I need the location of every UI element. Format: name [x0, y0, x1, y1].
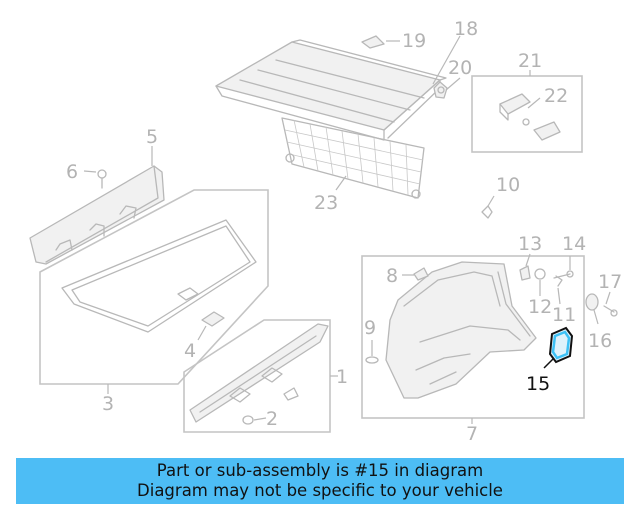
callout-5: 5: [146, 126, 158, 148]
scuff-plate-1-part: [189, 323, 329, 423]
leader-17: [605, 291, 611, 305]
callout-box-7: [361, 255, 585, 419]
side-trim-7-part: [385, 261, 537, 399]
cover-15-part-highlighted[interactable]: [548, 326, 574, 364]
clip-20-part: [433, 81, 448, 99]
callout-12: 12: [528, 296, 552, 318]
callout-10: 10: [496, 174, 520, 196]
info-banner: Part or sub-assembly is #15 in diagram D…: [16, 458, 624, 504]
cargo-net-part: [281, 117, 425, 199]
hook-10-part: [481, 205, 493, 219]
leader-23: [335, 175, 347, 191]
handle-4-part: [201, 311, 225, 327]
callout-6: 6: [66, 161, 78, 183]
clip-13-part: [519, 265, 531, 281]
leader-15: [543, 357, 555, 369]
sill-trim-5-part: [29, 165, 165, 265]
callout-21: 21: [518, 50, 542, 72]
callout-9: 9: [364, 317, 376, 339]
banner-line-part-number: Part or sub-assembly is #15 in diagram: [156, 461, 484, 480]
bolt-6-part: [97, 169, 107, 189]
leader-20: [445, 77, 461, 91]
callout-13: 13: [518, 233, 542, 255]
leader-18: [432, 35, 461, 85]
screw-17-part: [603, 305, 618, 317]
callout-19: 19: [402, 30, 426, 52]
callout-8: 8: [386, 265, 398, 287]
clip-19-part: [361, 35, 385, 49]
callout-4: 4: [184, 340, 196, 362]
callout-22: 22: [544, 85, 568, 107]
nut-12-part: [534, 268, 546, 280]
callout-23: 23: [314, 192, 338, 214]
clip-11-part: [555, 275, 563, 287]
callout-box-21: [471, 75, 583, 153]
callout-17: 17: [598, 271, 622, 293]
clip-2-part: [242, 415, 254, 425]
leader-11: [557, 287, 561, 305]
parts-diagram: 1 2 3 4 5 6 7 8 9 10 11 12 13 14 15 16 1…: [29, 18, 622, 445]
callout-14: 14: [562, 233, 586, 255]
clip-9-part: [365, 356, 379, 364]
callout-2: 2: [266, 408, 278, 430]
leader-13: [525, 253, 531, 267]
callout-box-3: [39, 189, 269, 385]
leader-2: [253, 417, 267, 421]
cargo-cover-part: [215, 39, 447, 141]
callout-16: 16: [588, 330, 612, 352]
leader-4: [197, 325, 207, 341]
callout-1: 1: [336, 366, 348, 388]
callout-3: 3: [102, 393, 114, 415]
bracket-22-part: [499, 93, 561, 141]
leader-6: [83, 170, 97, 173]
callout-labels: 1 2 3 4 5 6 7 8 9 10 11 12 13 14 15 16 1…: [66, 18, 622, 445]
floor-board-part: [61, 219, 257, 333]
callout-11: 11: [552, 304, 576, 326]
callout-18: 18: [454, 18, 478, 40]
leader-16: [593, 309, 599, 325]
callout-20: 20: [448, 57, 472, 79]
cap-16-part: [585, 293, 599, 311]
leader-10: [487, 195, 495, 207]
callout-7: 7: [466, 423, 478, 445]
screw-14-part: [553, 270, 574, 279]
callout-15-highlighted: 15: [526, 373, 550, 395]
leader-22: [527, 97, 541, 109]
banner-line-disclaimer: Diagram may not be specific to your vehi…: [137, 481, 503, 500]
clip-8-part: [413, 267, 429, 281]
